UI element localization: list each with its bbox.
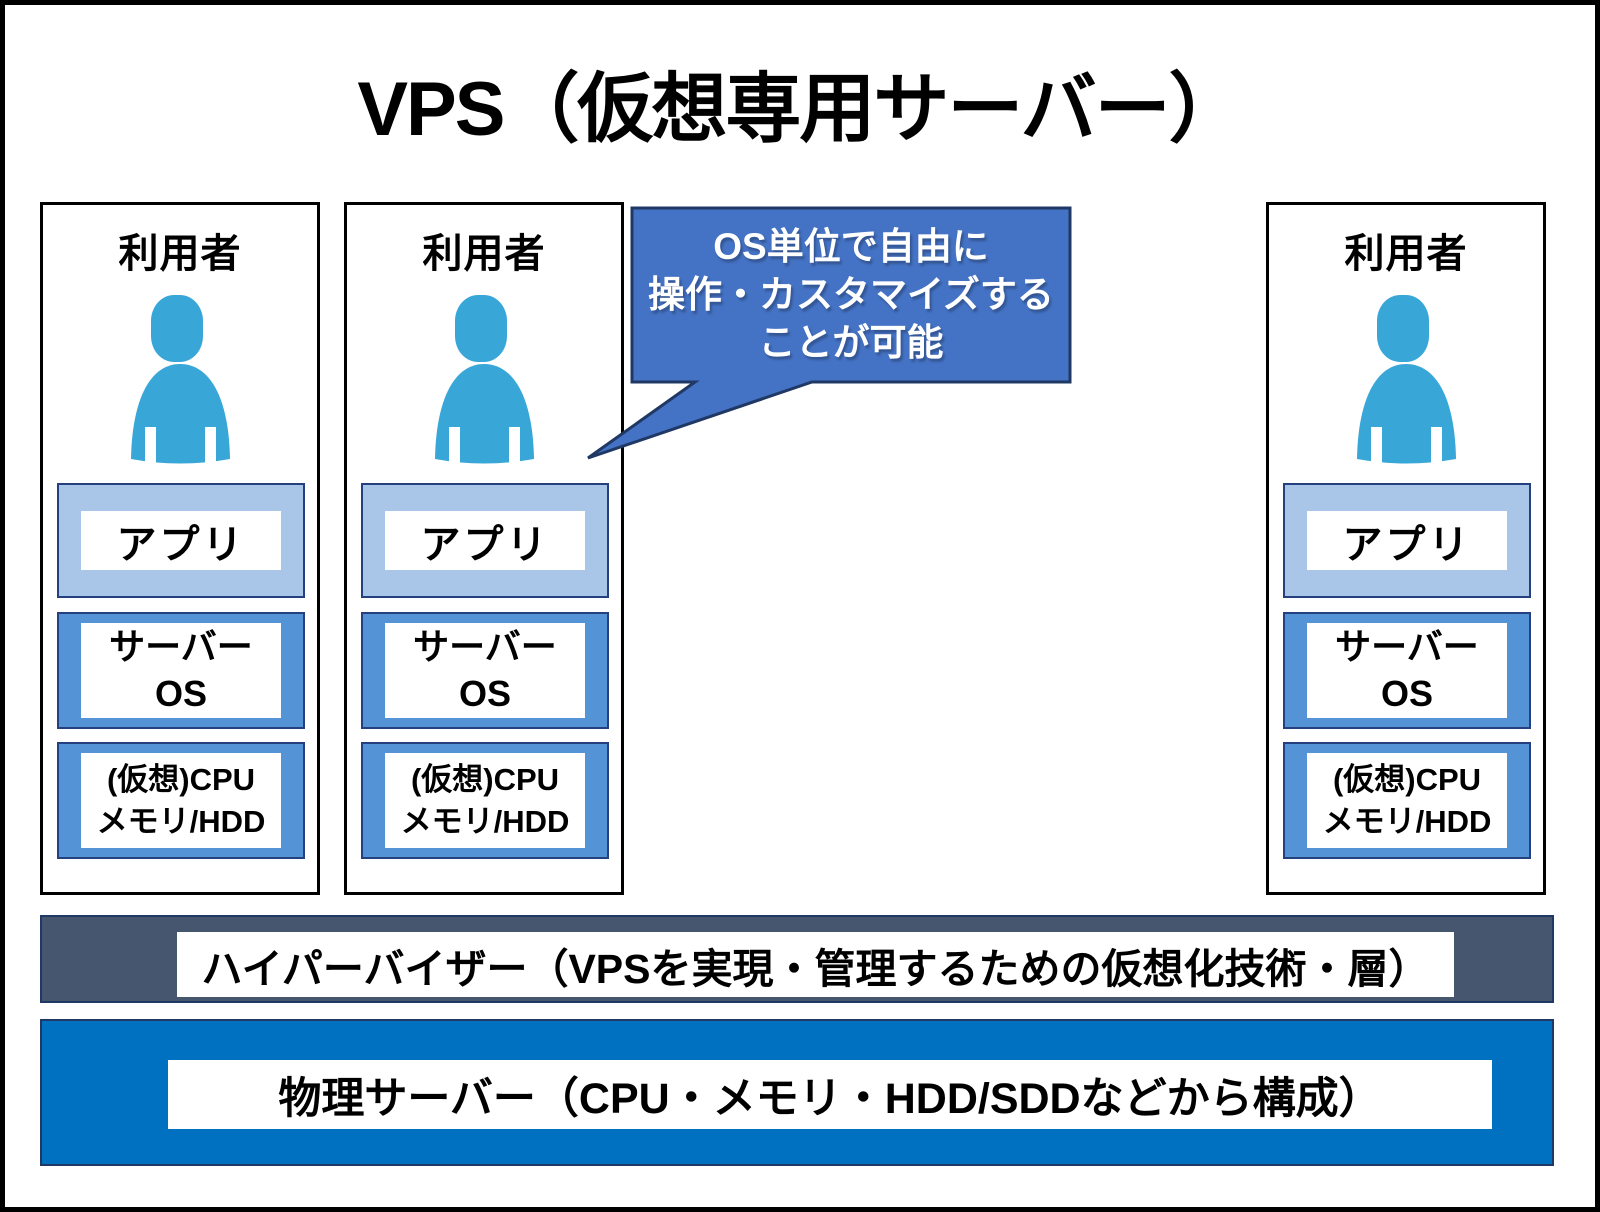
server-os-line1: サーバー (1335, 625, 1479, 667)
person-icon (1356, 295, 1456, 467)
hypervisor-bar: ハイパーバイザー（VPSを実現・管理するための仮想化技術・層） (40, 915, 1554, 1003)
app-box: アプリ (1283, 483, 1531, 598)
user-label: 利用者 (118, 232, 242, 276)
virtual-cpu-line2: メモリ/HDD (96, 803, 266, 839)
server-os-label-box: サーバー OS (385, 623, 585, 718)
server-os-line2: OS (154, 672, 207, 714)
virtual-cpu-label-box: (仮想)CPU メモリ/HDD (1307, 753, 1507, 848)
diagram-title: VPS（仮想専用サーバー） (357, 67, 1244, 152)
bubble-line-2: 操作・カスタマイズする (648, 273, 1054, 315)
virtual-cpu-line1: (仮想)CPU (1332, 761, 1482, 797)
user-column-3: 利用者 アプリ サーバー OS (仮想)CPU メモリ/HDD (1266, 202, 1546, 895)
user-column-1: 利用者 アプリ サーバー OS (仮想)CPU メモリ/HDD (40, 202, 320, 895)
virtual-cpu-line1: (仮想)CPU (106, 761, 256, 797)
virtual-cpu-line2: メモリ/HDD (1322, 803, 1492, 839)
app-label: アプリ (116, 522, 246, 567)
person-icon (130, 295, 230, 467)
hypervisor-label-box: ハイパーバイザー（VPSを実現・管理するための仮想化技術・層） (177, 932, 1454, 997)
virtual-cpu-line2: メモリ/HDD (400, 803, 570, 839)
app-label-box: アプリ (1307, 511, 1507, 570)
server-os-label-box: サーバー OS (1307, 623, 1507, 718)
bubble-line-1: OS単位で自由に (713, 225, 989, 267)
virtual-cpu-box: (仮想)CPU メモリ/HDD (1283, 742, 1531, 859)
speech-bubble-text: OS単位で自由に 操作・カスタマイズする ことが可能 (632, 208, 1070, 382)
server-os-line1: サーバー (109, 625, 253, 667)
app-label: アプリ (1342, 522, 1472, 567)
physical-server-bar: 物理サーバー（CPU・メモリ・HDD/SDDなどから構成） (40, 1019, 1554, 1166)
server-os-label-box: サーバー OS (81, 623, 281, 718)
server-os-line2: OS (1380, 672, 1433, 714)
bubble-line-3: ことが可能 (758, 322, 944, 364)
person-icon (434, 295, 534, 467)
virtual-cpu-box: (仮想)CPU メモリ/HDD (361, 742, 609, 859)
app-box: アプリ (361, 483, 609, 598)
virtual-cpu-label-box: (仮想)CPU メモリ/HDD (81, 753, 281, 848)
app-label-box: アプリ (385, 511, 585, 570)
physical-server-label: 物理サーバー（CPU・メモリ・HDD/SDDなどから構成） (278, 1074, 1382, 1123)
server-os-box: サーバー OS (361, 612, 609, 729)
app-box: アプリ (57, 483, 305, 598)
server-os-line1: サーバー (413, 625, 557, 667)
user-label: 利用者 (422, 232, 546, 276)
virtual-cpu-label-box: (仮想)CPU メモリ/HDD (385, 753, 585, 848)
virtual-cpu-box: (仮想)CPU メモリ/HDD (57, 742, 305, 859)
speech-bubble (587, 206, 1072, 460)
virtual-cpu-line1: (仮想)CPU (410, 761, 560, 797)
server-os-box: サーバー OS (1283, 612, 1531, 729)
user-label: 利用者 (1344, 232, 1468, 276)
app-label: アプリ (420, 522, 550, 567)
physical-server-label-box: 物理サーバー（CPU・メモリ・HDD/SDDなどから構成） (168, 1060, 1492, 1129)
app-label-box: アプリ (81, 511, 281, 570)
hypervisor-label: ハイパーバイザー（VPSを実現・管理するための仮想化技術・層） (201, 945, 1430, 992)
server-os-box: サーバー OS (57, 612, 305, 729)
user-column-2: 利用者 アプリ サーバー OS (仮想)CPU メモリ/HDD (344, 202, 624, 895)
server-os-line2: OS (458, 672, 511, 714)
